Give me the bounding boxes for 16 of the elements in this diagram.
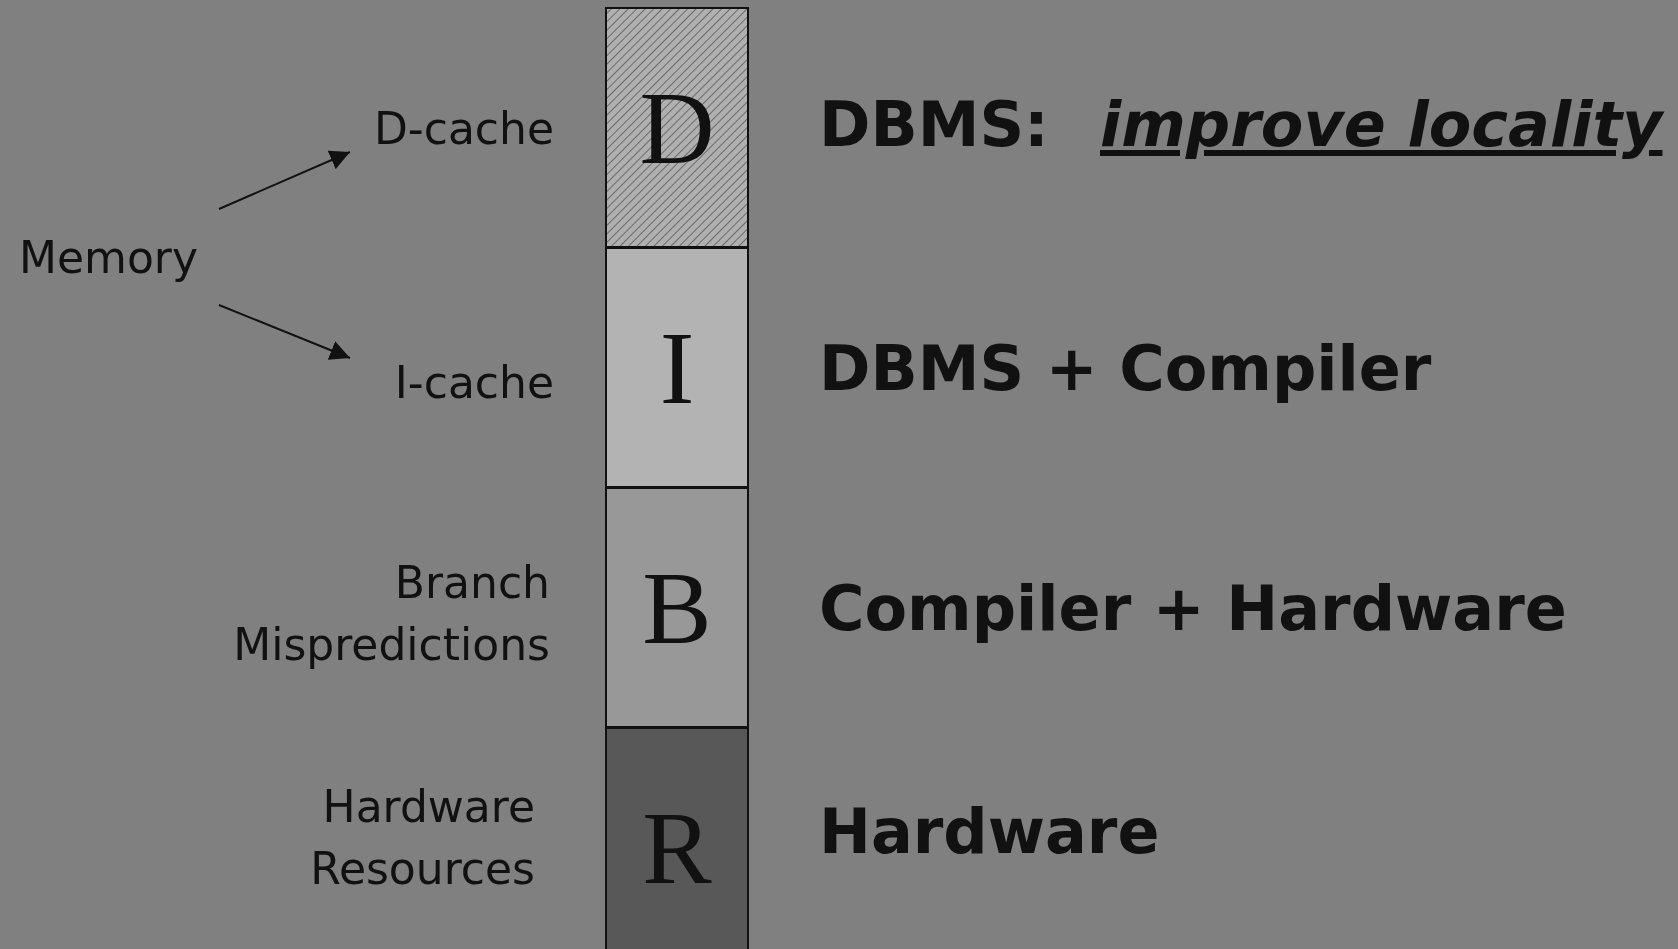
- side-label: Hardware Resources: [309, 780, 535, 896]
- stack-segment: B: [605, 487, 749, 728]
- arrow: [218, 150, 351, 210]
- stack-segment: I: [605, 247, 749, 488]
- text-label: D-cache: [350, 100, 554, 156]
- approach-label: improve locality: [1100, 88, 1663, 163]
- text-label: I-cache: [350, 354, 554, 410]
- stack-segment: R: [605, 727, 749, 949]
- approach-label: DBMS:: [819, 88, 1049, 163]
- approach-label: Compiler + Hardware: [819, 572, 1567, 647]
- stack-segment: D: [605, 7, 749, 248]
- arrow: [218, 304, 351, 360]
- approach-label: Hardware: [819, 795, 1160, 870]
- text-label: Memory: [19, 205, 219, 309]
- approach-label: DBMS + Compiler: [819, 332, 1432, 407]
- side-label: Branch Mispredictions: [232, 556, 550, 672]
